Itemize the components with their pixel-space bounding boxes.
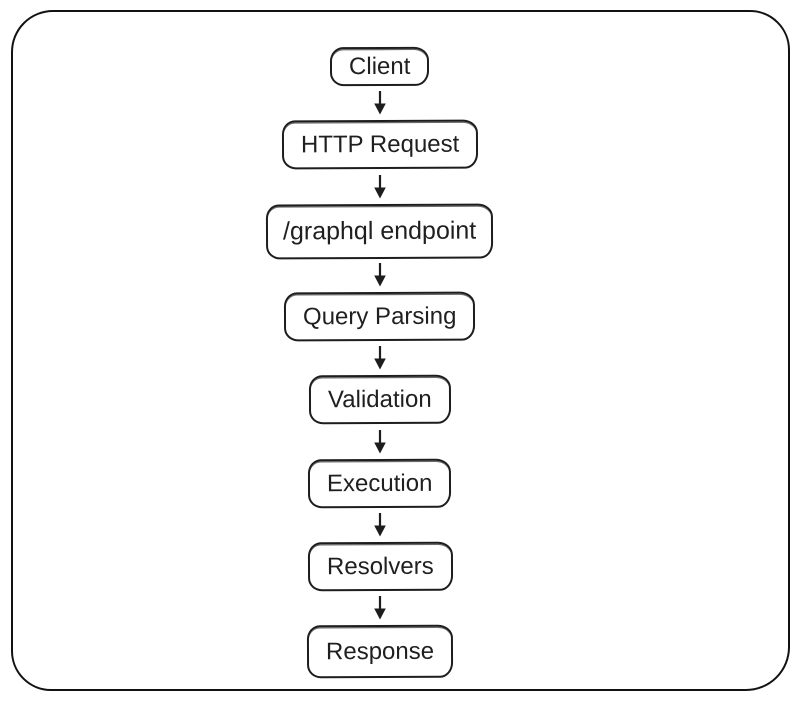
flow-node-response: Response [306, 624, 454, 679]
down-arrow-icon [374, 263, 386, 287]
flow-edge [370, 341, 390, 375]
flow-edge [370, 508, 390, 542]
flow-edge [370, 86, 390, 120]
flow-node-validation: Validation [309, 374, 451, 425]
flowchart: Client HTTP Request /graphql endpoint Qu… [266, 46, 494, 679]
down-arrow-icon [374, 346, 386, 370]
down-arrow-icon [374, 174, 386, 199]
down-arrow-icon [374, 429, 386, 454]
flow-node-graphql-endpoint: /graphql endpoint [266, 203, 494, 259]
flow-edge [370, 258, 390, 292]
flow-edge [370, 591, 390, 625]
flow-edge [370, 170, 390, 204]
flow-node-execution: Execution [308, 458, 452, 509]
flow-node-http-request: HTTP Request [281, 119, 479, 170]
flow-node-resolvers: Resolvers [307, 541, 453, 592]
flow-edge [370, 425, 390, 459]
down-arrow-icon [374, 596, 386, 620]
flow-node-query-parsing: Query Parsing [284, 291, 476, 342]
flow-node-client: Client [330, 46, 430, 87]
down-arrow-icon [374, 512, 386, 537]
down-arrow-icon [374, 91, 386, 115]
